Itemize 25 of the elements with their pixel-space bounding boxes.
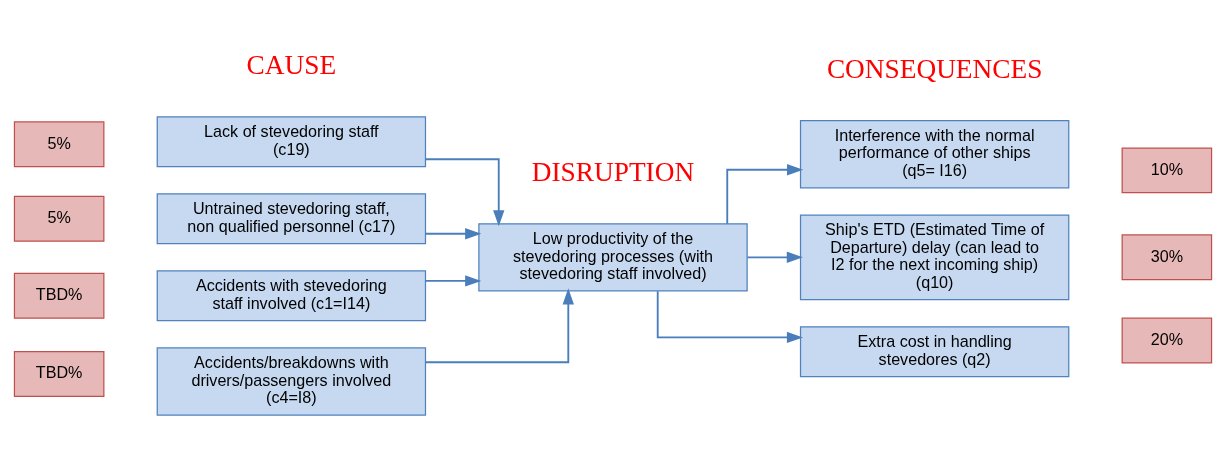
arrow <box>656 289 804 343</box>
node-box: Untrained stevedoring staff, non qualified personnel (c17) <box>156 192 427 244</box>
node-box: Extra cost in handling stevedores (q2) <box>799 325 1070 377</box>
arrow <box>424 287 574 363</box>
node-box: Low productivity of the stevedoring processes (with stevedoring staff involved) <box>478 222 748 291</box>
arrow <box>424 157 505 226</box>
label: DISRUPTION <box>531 156 695 187</box>
node-box: 20% <box>1121 317 1213 363</box>
arrow <box>726 163 804 225</box>
node-box: 5% <box>13 195 105 242</box>
node-box: TBD% <box>13 272 105 319</box>
label: CAUSE <box>246 49 337 80</box>
node-box: Interference with the normal performance of other ships (q5= I16) <box>799 119 1070 188</box>
node-box: 30% <box>1121 233 1213 280</box>
node-box: 5% <box>13 120 105 167</box>
arrow <box>746 251 803 263</box>
node-box: 10% <box>1121 146 1213 193</box>
node-box: Lack of stevedoring staff (c19) <box>156 115 427 167</box>
node-box: Ship's ETD (Estimated Time of Departure) delay (can lead to I2 for the next incoming ship) (q10) <box>799 214 1070 300</box>
node-box: TBD% <box>13 350 105 397</box>
node-box: Accidents with stevedoring staff involved (c1=I14) <box>156 269 427 321</box>
label: CONSEQUENCES <box>826 53 1043 84</box>
node-box: Accidents/breakdowns with drivers/passengers involved (c4=I8) <box>156 346 427 416</box>
arrow <box>425 274 482 287</box>
arrow <box>425 227 482 239</box>
